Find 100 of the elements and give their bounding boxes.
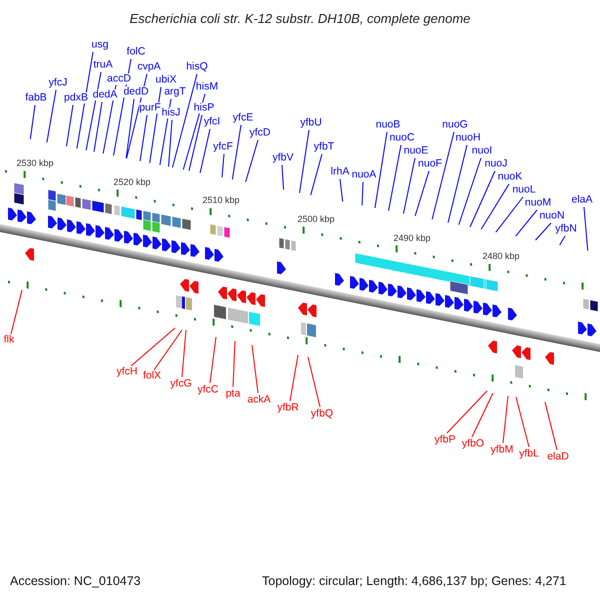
gene-label: yfbV [272,152,294,164]
leader-line [515,210,538,237]
gene-label: nuoK [498,172,522,182]
leader-line [310,154,322,196]
leader-line [168,120,172,168]
gene-label: nuoB [376,120,400,130]
leader-line [93,102,102,152]
leader-line [362,182,364,206]
leader-line [374,132,388,208]
gene-label: pta [226,388,240,400]
gene-label: yfcF [213,142,233,152]
gene-label: nuoA [352,170,376,180]
leader-line [210,336,216,384]
leader-line [182,330,186,378]
gene-label: yfcC [198,384,218,396]
gene-label: flk [4,334,14,346]
scale-label: 2490 kbp [393,233,431,244]
gene-label: yfcJ [48,78,68,88]
leader-line [10,290,22,334]
gene-label: fabB [25,92,47,104]
gene-label: nuoI [472,146,492,156]
gene-label: ackA [247,394,271,406]
gene-label: hisQ [186,62,208,72]
leader-line [414,170,430,217]
leader-line [252,344,258,394]
gene-label: yfbO [462,438,484,450]
leader-line [30,104,36,140]
leader-line [446,390,488,434]
gene-label: ubiX [156,74,176,86]
leader-line [126,74,148,159]
gene-label: yfbM [490,444,514,456]
gene-label: argT [164,86,186,98]
gene-label: folC [126,46,146,58]
title: Escherichia coli str. K-12 substr. DH10B, complete genome [128,11,472,26]
gene-label: dedA [92,90,118,100]
gene-label: yfbR [277,402,299,414]
leader-line [472,392,494,438]
leader-line [46,90,56,143]
leader-line [448,144,468,224]
leader-line [535,222,552,241]
gene-label: folX [142,370,162,382]
leader-line [282,164,284,190]
gene-label: yfbQ [310,408,334,420]
leader-line [516,396,530,448]
leader-line [130,328,176,366]
gene-label: nuoN [539,210,565,222]
gene-label: nuoH [455,132,481,144]
leader-line [308,356,320,408]
leader-line [402,158,416,214]
leader-line [188,114,202,172]
leader-line [544,402,558,450]
scale-label: 2520 kbp [113,177,151,188]
leader-line [232,124,242,180]
gene-label: yfcH [116,366,138,378]
gene-label: nuoF [418,158,442,170]
leader-line [172,74,198,168]
scale-label: 2510 kbp [202,195,240,206]
gene-label: yfbT [314,142,334,152]
leader-line [232,340,236,388]
gene-label: nuoM [524,198,552,208]
gene-label: nuoG [442,120,468,130]
gene-label: elaA [572,194,592,206]
gene-label: pdxB [64,92,88,104]
leader-line [470,170,496,228]
leader-line [584,206,588,252]
leader-line [299,130,310,194]
leader-line [200,128,210,174]
leader-line [140,114,148,162]
gene-label: yfcE [232,112,254,124]
gene-label: hisM [196,82,218,92]
gene-label: truA [93,60,113,70]
leader-line [458,158,482,226]
gene-label: nuoJ [484,158,508,170]
leader-line [245,140,258,183]
gene-label: yfcI [204,116,220,128]
leader-line [76,52,94,149]
gene-label: yfcG [170,378,192,390]
accession-label: Accession: NC_010473 [10,574,141,588]
gene-label: nuoE [404,146,428,156]
leader-line [480,184,510,230]
leader-line [340,178,344,202]
gene-label: hisP [194,102,214,114]
leader-line [495,196,524,233]
leader-line [159,98,172,166]
gene-label: dedD [123,86,149,98]
leader-line [290,354,298,402]
leader-line [388,144,402,212]
leader-line [126,98,134,159]
scale-label: 2530 kbp [16,158,54,168]
leader-line [154,330,182,370]
gene-label: yfbU [300,118,322,128]
leader-line [102,84,116,154]
leader-line [182,94,206,170]
gene-label: usg [92,40,108,50]
scale-label: 2500 kbp [297,214,335,224]
gene-label: yfbP [434,434,456,446]
leader-line [222,154,224,178]
gene-label: elaD [547,452,569,462]
gene-label: cvpA [137,62,161,72]
gene-label: lrhA [330,166,350,178]
